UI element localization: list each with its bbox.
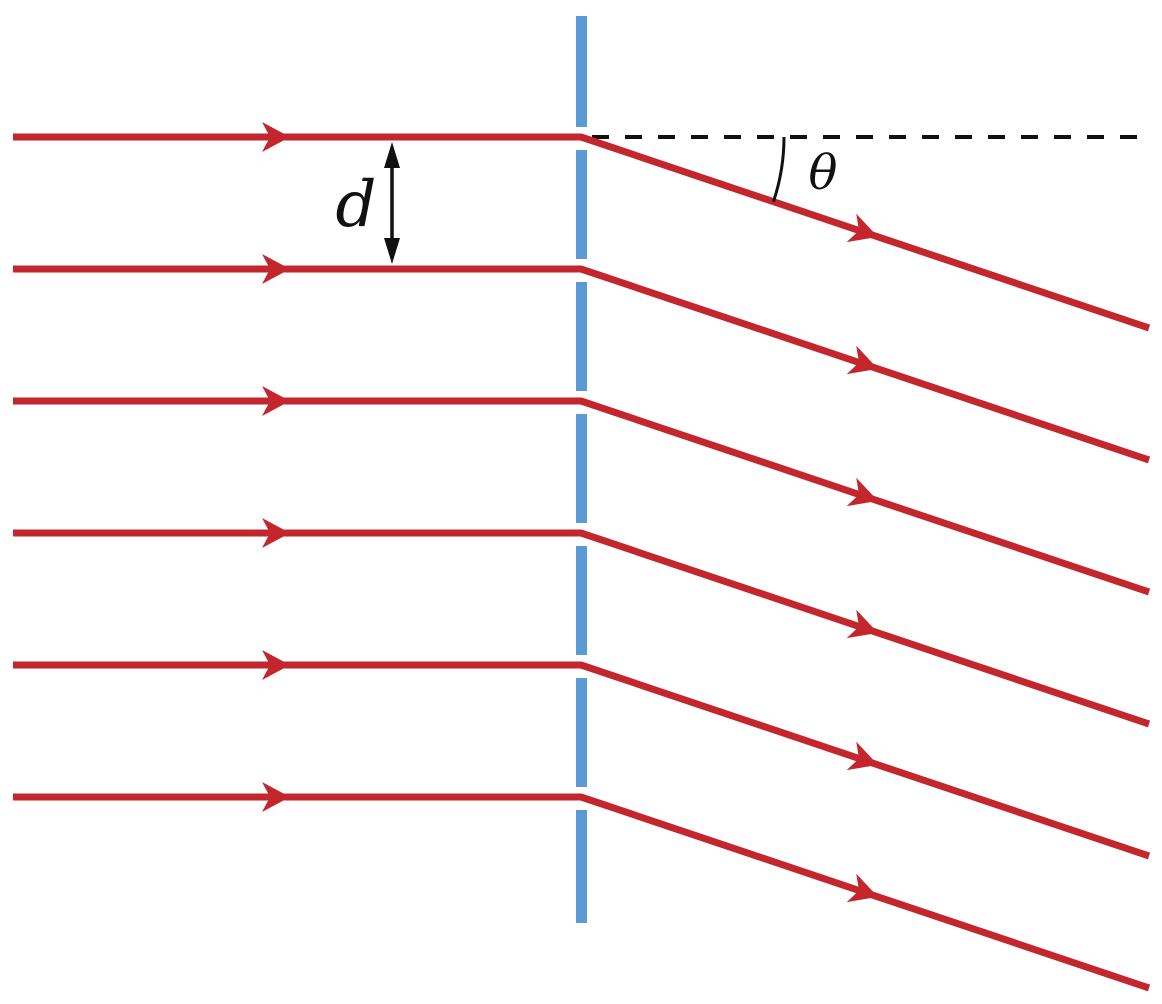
grating-segment	[576, 546, 587, 655]
ray-arrowhead	[262, 782, 290, 812]
light-ray-path	[13, 793, 1151, 992]
ray-arrowhead	[262, 122, 290, 152]
light-ray	[13, 254, 1151, 464]
slit-spacing-label: d	[335, 168, 377, 242]
light-ray	[13, 386, 1151, 596]
ray-arrowhead	[262, 650, 290, 680]
light-ray-path	[13, 397, 1151, 596]
ray-arrowhead	[846, 873, 878, 903]
grating-segment	[576, 150, 587, 259]
light-ray	[13, 122, 1151, 332]
ray-arrowhead	[262, 254, 290, 284]
diffraction-angle-label: θ	[808, 145, 838, 201]
grating-segment	[576, 810, 587, 923]
grating-segment	[576, 414, 587, 523]
light-ray	[13, 782, 1151, 992]
ray-arrowhead	[846, 477, 878, 507]
light-ray-path	[13, 265, 1151, 464]
light-ray-path	[13, 133, 1151, 332]
light-ray	[13, 518, 1151, 728]
ray-arrowhead	[846, 213, 878, 243]
diffraction-grating	[576, 16, 587, 923]
light-ray-path	[13, 661, 1151, 860]
grating-segment	[576, 678, 587, 787]
ray-arrowhead	[262, 386, 290, 416]
slit-spacing-marker	[384, 142, 400, 264]
grating-segment	[576, 282, 587, 391]
grating-segment	[576, 16, 587, 127]
light-ray-path	[13, 529, 1151, 728]
ray-arrowhead	[846, 345, 878, 375]
light-ray	[13, 650, 1151, 860]
angle-arc	[771, 136, 786, 203]
ray-arrowhead	[846, 741, 878, 771]
spacing-arrowhead-up	[384, 142, 400, 168]
ray-arrowhead	[846, 609, 878, 639]
spacing-arrowhead-down	[384, 238, 400, 264]
ray-arrowhead	[262, 518, 290, 548]
